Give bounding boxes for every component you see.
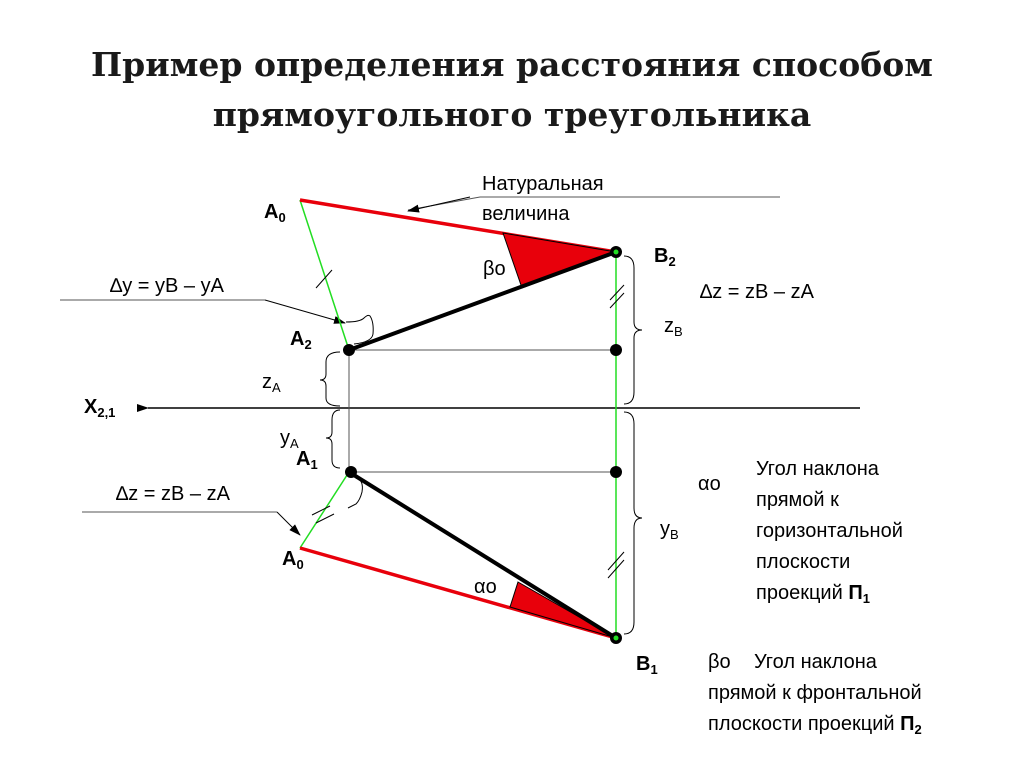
natural-size-leader [407, 196, 780, 211]
green-line-a0-a2 [299, 199, 350, 351]
delta-y-arrow [264, 299, 346, 324]
label-a0-bottom: А0 [282, 548, 304, 572]
label-a0-top: А0 [264, 201, 286, 225]
label-a1: А1 [296, 448, 318, 472]
legend-alpha-symbol: αo [698, 473, 721, 495]
tick-b1-1 [607, 559, 625, 579]
za-label: zA [262, 371, 281, 395]
point-a1 [345, 466, 357, 478]
tick-b2-1 [609, 284, 625, 301]
legend-alpha-line-4: плоскости [756, 551, 850, 573]
ya-label: yA [280, 427, 299, 451]
legend-beta-line-1: Угол наклона [754, 651, 878, 673]
legend-alpha-line-3: горизонтальной [756, 520, 903, 542]
brace-yb [623, 411, 643, 635]
brace-zb [623, 255, 643, 405]
legend-beta-line-3: плоскости проекций П2 [708, 713, 922, 737]
tick-lower-1 [311, 505, 331, 516]
label-a2: А2 [290, 328, 312, 352]
natural-size-arrow [407, 196, 471, 213]
legend-alpha-line-2: прямой к [756, 489, 839, 511]
title-line-1: Пример определения расстояния способом [91, 45, 933, 84]
point-a2 [343, 344, 355, 356]
label-x21: Х2,1 [84, 396, 115, 420]
brace-za [319, 351, 341, 407]
legend-alpha-line-1: Угол наклона [756, 458, 880, 480]
slide-title: Пример определения расстояния способом п… [62, 40, 962, 140]
brace-delta-y [345, 314, 374, 345]
title-line-2: прямоугольного треугольника [212, 95, 812, 134]
legend-beta-line-2: прямой к фронтальной [708, 682, 922, 704]
yb-label: yB [660, 518, 679, 542]
legend-alpha-line-5: проекций П1 [756, 582, 870, 606]
beta-angle-label: βo [483, 258, 506, 280]
zb-label: zB [664, 315, 683, 339]
legend-beta-symbol: βo [708, 651, 731, 673]
delta-z-bottom-label: ∆z = zB – zA [116, 483, 231, 505]
label-b2: В2 [654, 245, 676, 269]
label-b1: В1 [636, 653, 658, 677]
tick-b2-2 [609, 292, 625, 309]
brace-delta-z-bottom [347, 477, 363, 509]
green-line-a1-a0 [299, 471, 350, 549]
point-b2-projection [610, 344, 622, 356]
point-b1-inner [613, 635, 619, 641]
segment-a1-b1 [347, 470, 618, 640]
delta-z-bottom-arrow [276, 511, 301, 536]
point-b1-projection [610, 466, 622, 478]
alpha-angle-label: αo [474, 576, 497, 598]
brace-ya [325, 409, 341, 469]
natural-size-label-1: Натуральная [482, 173, 604, 195]
alpha-angle-fill [509, 581, 617, 639]
tick-b1-2 [607, 551, 625, 571]
natural-size-label-2: величина [482, 203, 570, 225]
segment-a2-b2 [348, 250, 617, 352]
point-b2-inner [613, 249, 619, 255]
tick-upper-green [315, 269, 333, 289]
delta-y-label: ∆y = yB – yA [110, 275, 225, 297]
tick-lower-2 [315, 513, 335, 524]
delta-z-top-label: ∆z = zB – zA [700, 281, 815, 303]
